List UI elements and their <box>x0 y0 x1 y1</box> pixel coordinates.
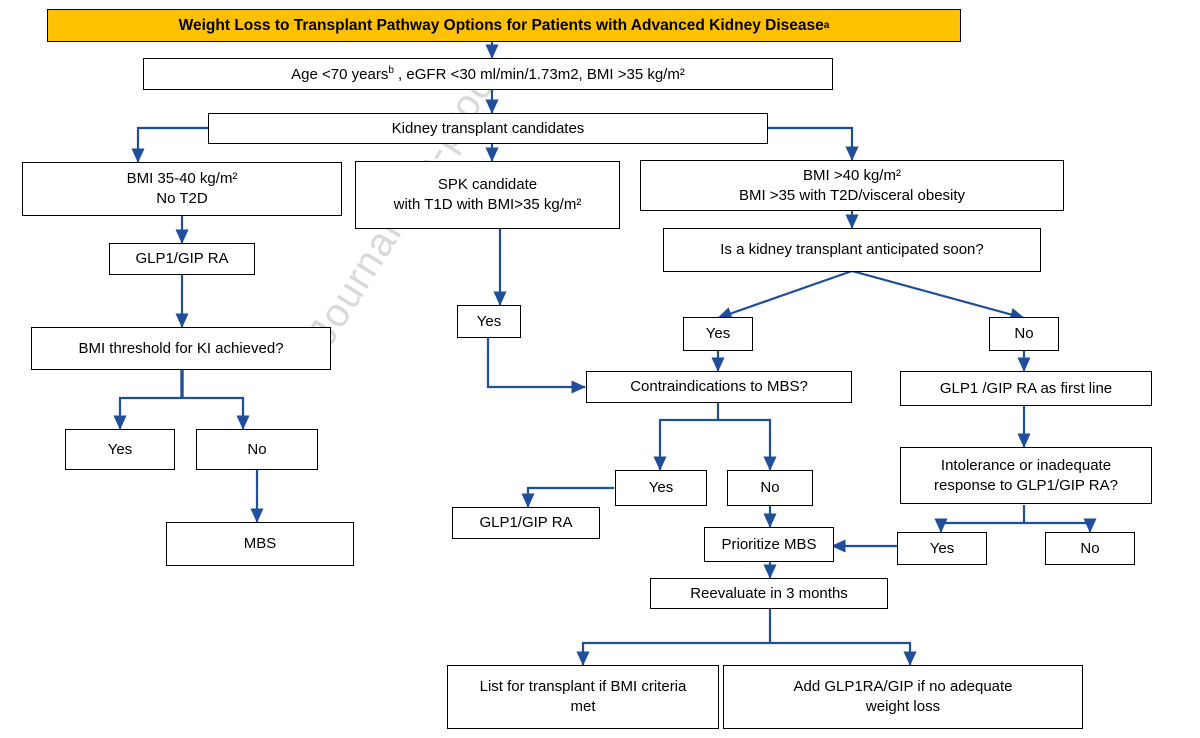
intolerance-line1: Intolerance or inadequate <box>940 456 1112 474</box>
bmi-35-40-line2: No T2D <box>156 190 208 207</box>
criteria-superscript: b <box>388 64 394 76</box>
intolerance-line2: response to GLP1/GIP RA? <box>934 476 1118 494</box>
list-transplant-line2: met <box>570 698 596 715</box>
node-prioritize-mbs: Prioritize MBS <box>704 527 834 562</box>
node-intolerance-yes: Yes <box>897 532 987 565</box>
node-ktx-soon-no: No <box>989 317 1059 351</box>
spk-yes-label: Yes <box>476 312 502 330</box>
spk-line1: SPK candidate <box>437 176 538 194</box>
node-bmi-threshold-no: No <box>196 429 318 470</box>
node-intolerance-no: No <box>1045 532 1135 565</box>
glp1-first-line-label: GLP1 /GIP RA as first line <box>939 379 1113 397</box>
intolerance-yes-label: Yes <box>929 539 955 557</box>
node-is-kidney-transplant-anticipated-soon: Is a kidney transplant anticipated soon? <box>663 228 1041 272</box>
glp1-gip-ra-middle-label: GLP1/GIP RA <box>479 514 573 532</box>
contraindications-yes-label: Yes <box>648 479 674 497</box>
node-bmi-over-40: BMI >40 kg/m² BMI >35 with T2D/visceral … <box>640 160 1064 211</box>
node-bmi-35-40: BMI 35-40 kg/m² No T2D <box>22 162 342 216</box>
node-glp1-gip-ra-left: GLP1/GIP RA <box>109 243 255 275</box>
add-glp1ra-line1: Add GLP1RA/GIP if no adequate <box>793 678 1013 696</box>
node-glp1-gip-ra-first-line: GLP1 /GIP RA as first line <box>900 371 1152 406</box>
bmi-over-40-line1: BMI >40 kg/m² <box>803 166 901 184</box>
bmi-threshold-label: BMI threshold for KI achieved? <box>78 339 284 357</box>
node-mbs-left: MBS <box>166 522 354 566</box>
node-kidney-transplant-candidates: Kidney transplant candidates <box>208 113 768 144</box>
node-list-for-transplant: List for transplant if BMI criteria met <box>447 665 719 729</box>
spk-line2: with T1D with BMI>35 kg/m² <box>393 196 582 213</box>
bmi-threshold-no-label: No <box>247 440 267 458</box>
contraindications-label: Contraindications to MBS? <box>630 378 808 396</box>
node-glp1-gip-ra-middle: GLP1/GIP RA <box>452 507 600 539</box>
intolerance-no-label: No <box>1080 539 1100 557</box>
node-contraindications-to-mbs: Contraindications to MBS? <box>586 371 852 403</box>
node-spk-candidate: SPK candidate with T1D with BMI>35 kg/m² <box>355 161 620 229</box>
node-reevaluate-in-3-months: Reevaluate in 3 months <box>650 578 888 609</box>
prioritize-mbs-label: Prioritize MBS <box>721 535 817 553</box>
node-add-glp1ra-gip: Add GLP1RA/GIP if no adequate weight los… <box>723 665 1083 729</box>
bmi-over-40-line2: BMI >35 with T2D/visceral obesity <box>738 186 966 204</box>
node-spk-yes: Yes <box>457 305 521 338</box>
bmi-threshold-yes-label: Yes <box>107 440 133 458</box>
node-bmi-threshold-for-ki-achieved: BMI threshold for KI achieved? <box>31 327 331 370</box>
node-ktx-soon-yes: Yes <box>683 317 753 351</box>
reevaluate-label: Reevaluate in 3 months <box>690 584 848 602</box>
node-criteria: Age <70 yearsb , eGFR <30 ml/min/1.73m2,… <box>143 58 833 90</box>
node-intolerance-or-inadequate-response: Intolerance or inadequate response to GL… <box>900 447 1152 504</box>
ktx-no-label: No <box>1014 325 1034 343</box>
bmi-35-40-line1: BMI 35-40 kg/m² <box>126 170 238 188</box>
ktx-yes-label: Yes <box>705 325 731 343</box>
criteria-line1: Age <70 years <box>291 65 389 83</box>
candidates-label: Kidney transplant candidates <box>391 119 585 137</box>
figure-title-banner: Weight Loss to Transplant Pathway Option… <box>47 9 961 42</box>
node-contraindications-yes: Yes <box>615 470 707 506</box>
figure-title-text: Weight Loss to Transplant Pathway Option… <box>178 16 824 34</box>
glp1-gip-ra-left-label: GLP1/GIP RA <box>135 250 229 268</box>
list-transplant-line1: List for transplant if BMI criteria <box>479 678 687 696</box>
criteria-line2: , eGFR <30 ml/min/1.73m2, BMI >35 kg/m² <box>393 65 685 83</box>
add-glp1ra-line2: weight loss <box>865 698 941 715</box>
figure-title-superscript: a <box>823 20 830 31</box>
ktx-soon-label: Is a kidney transplant anticipated soon? <box>720 241 984 259</box>
node-contraindications-no: No <box>727 470 813 506</box>
mbs-left-label: MBS <box>243 535 277 553</box>
contraindications-no-label: No <box>760 479 780 497</box>
node-bmi-threshold-yes: Yes <box>65 429 175 470</box>
